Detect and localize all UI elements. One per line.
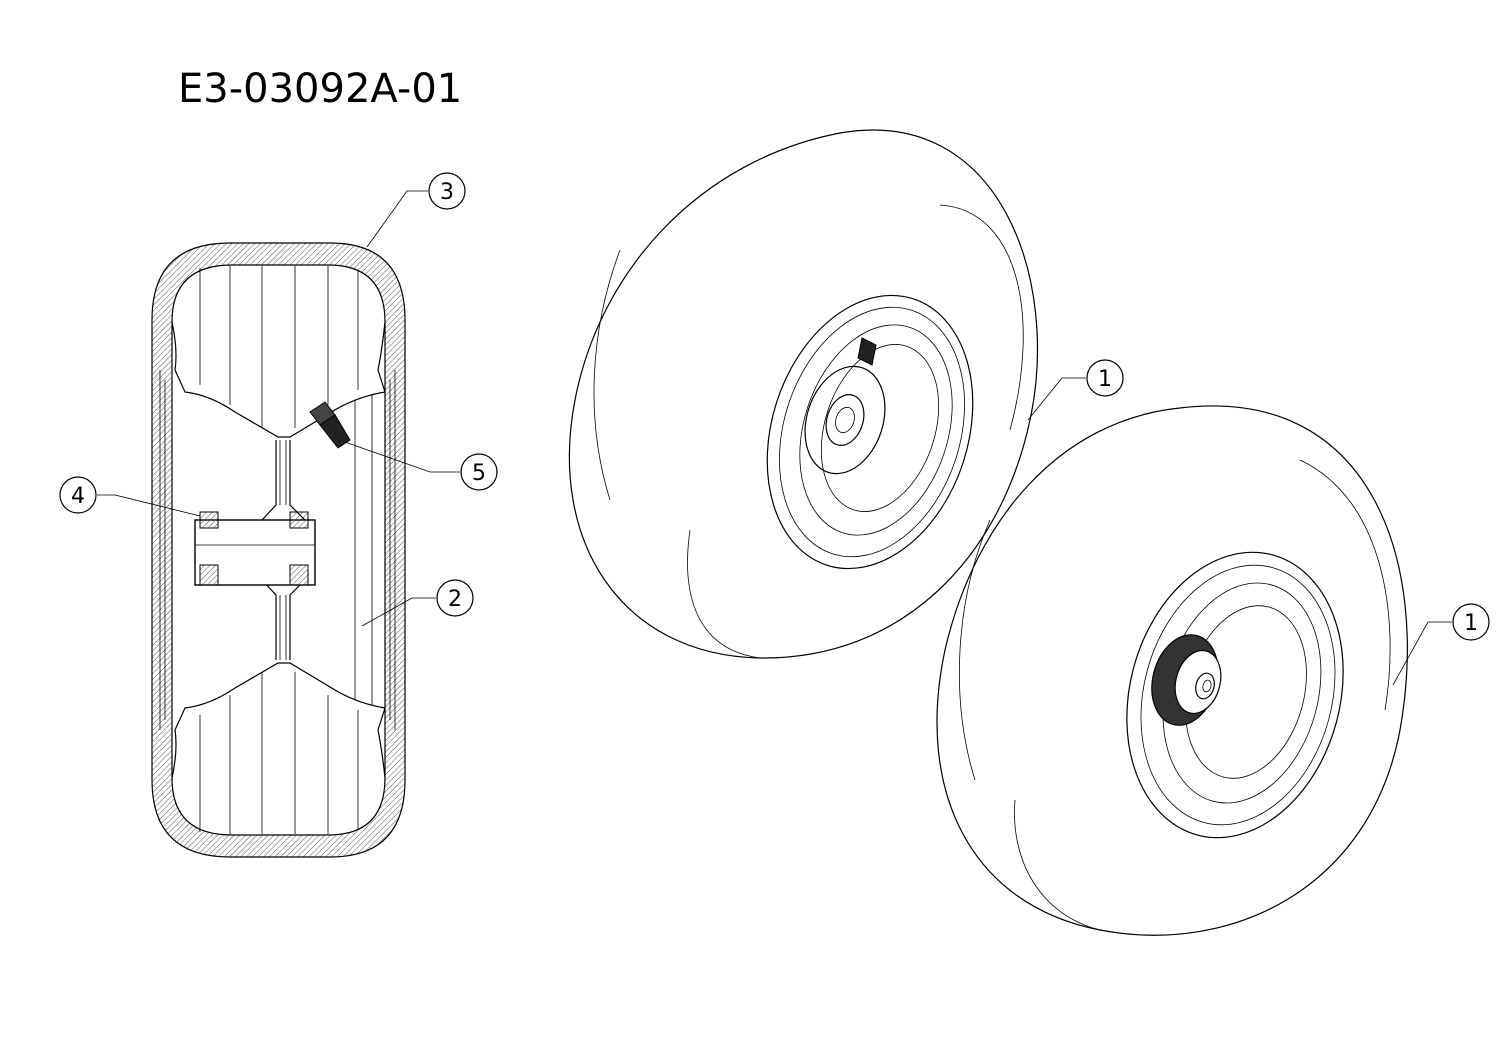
wheel-lower	[936, 405, 1408, 936]
svg-text:1: 1	[1464, 611, 1478, 636]
callout-5: 5	[344, 441, 498, 491]
valve-stem	[309, 401, 351, 449]
callout-4: 4	[59, 476, 201, 517]
diagram-title: E3-03092A-01	[178, 66, 462, 112]
svg-text:3: 3	[440, 180, 454, 205]
callout-2: 2	[361, 579, 474, 627]
callout-1-upper: 1	[1027, 359, 1124, 421]
svg-text:4: 4	[71, 484, 85, 509]
svg-text:5: 5	[472, 461, 486, 486]
callout-3: 3	[366, 172, 466, 248]
svg-text:1: 1	[1098, 367, 1112, 392]
wheel-upper	[568, 129, 1039, 659]
svg-text:2: 2	[448, 587, 462, 612]
callout-1-lower: 1	[1392, 603, 1490, 686]
wheel-cross-section	[151, 242, 406, 858]
